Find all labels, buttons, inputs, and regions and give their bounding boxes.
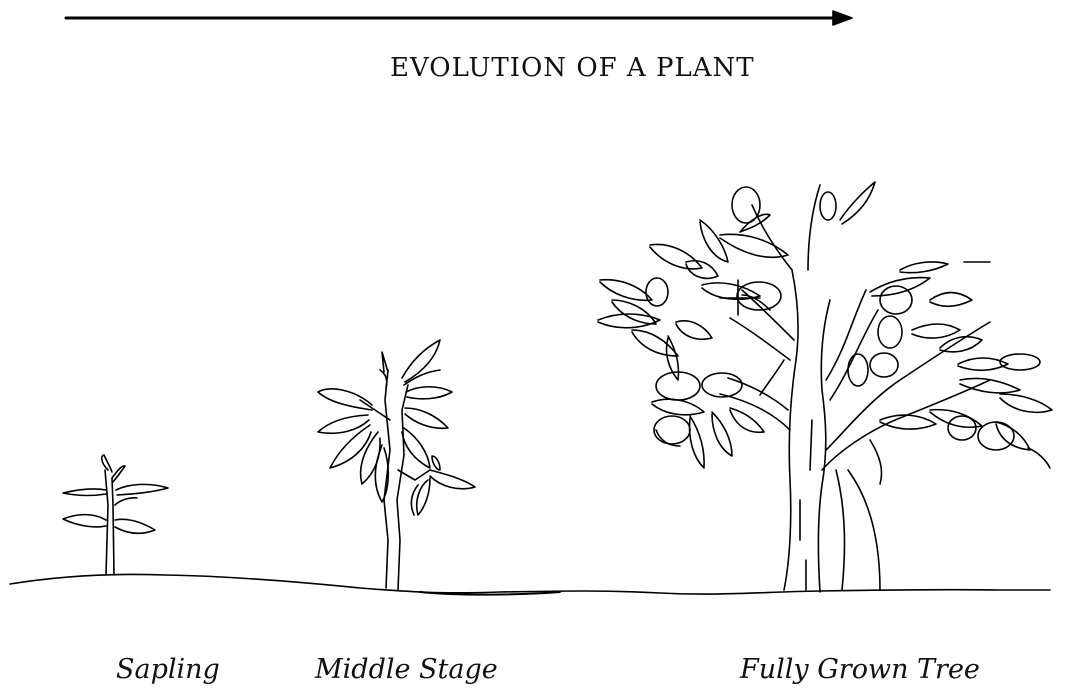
arrow-right-icon: [66, 11, 852, 25]
diagram-title: EVOLUTION OF A PLANT: [390, 53, 755, 83]
sapling-icon: [63, 455, 168, 575]
tree-icon: [598, 182, 1052, 592]
young-plant-icon: [318, 340, 475, 590]
stage-label-sapling: Sapling: [116, 654, 220, 685]
stage-label-tree: Fully Grown Tree: [740, 654, 980, 685]
ground-line: [10, 574, 1050, 594]
stage-label-middle: Middle Stage: [315, 654, 498, 685]
